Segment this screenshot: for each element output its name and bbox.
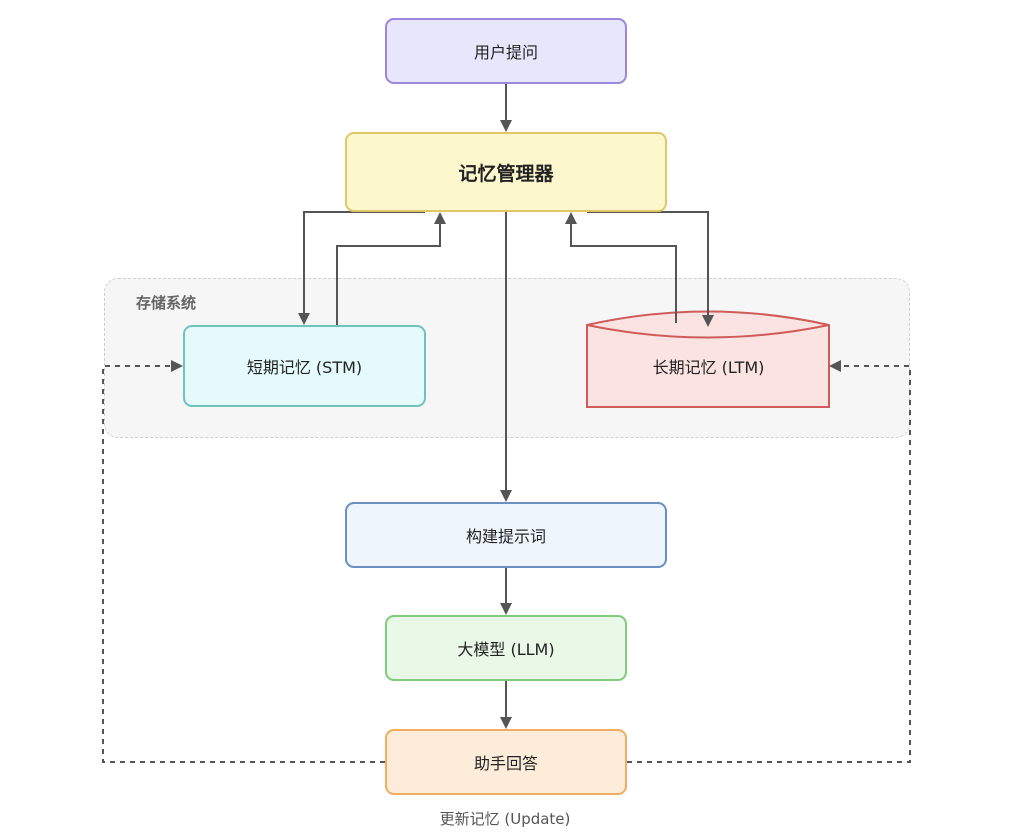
update-memory-label: 更新记忆 (Update) (439, 810, 571, 828)
storage-system-label: 存储系统 (136, 294, 197, 312)
node-short-term-memory: 短期记忆 (STM) (183, 325, 426, 407)
edge-ltm-to-manager (565, 212, 677, 323)
node-assistant-answer: 助手回答 (385, 729, 627, 795)
ltm-cylinder-shape (586, 310, 830, 408)
node-user-question: 用户提问 (385, 18, 627, 84)
node-long-term-memory: 长期记忆 (LTM) (652, 357, 765, 377)
edge-answer-to-ltm-update (627, 360, 911, 763)
edge-answer-to-stm-update (102, 360, 385, 763)
edge-manager-to-stm (298, 211, 425, 325)
node-llm: 大模型 (LLM) (385, 615, 627, 681)
node-memory-manager: 记忆管理器 (345, 132, 667, 212)
node-build-prompt: 构建提示词 (345, 502, 667, 568)
edge-stm-to-manager (336, 212, 446, 325)
edge-manager-to-ltm (587, 211, 714, 327)
